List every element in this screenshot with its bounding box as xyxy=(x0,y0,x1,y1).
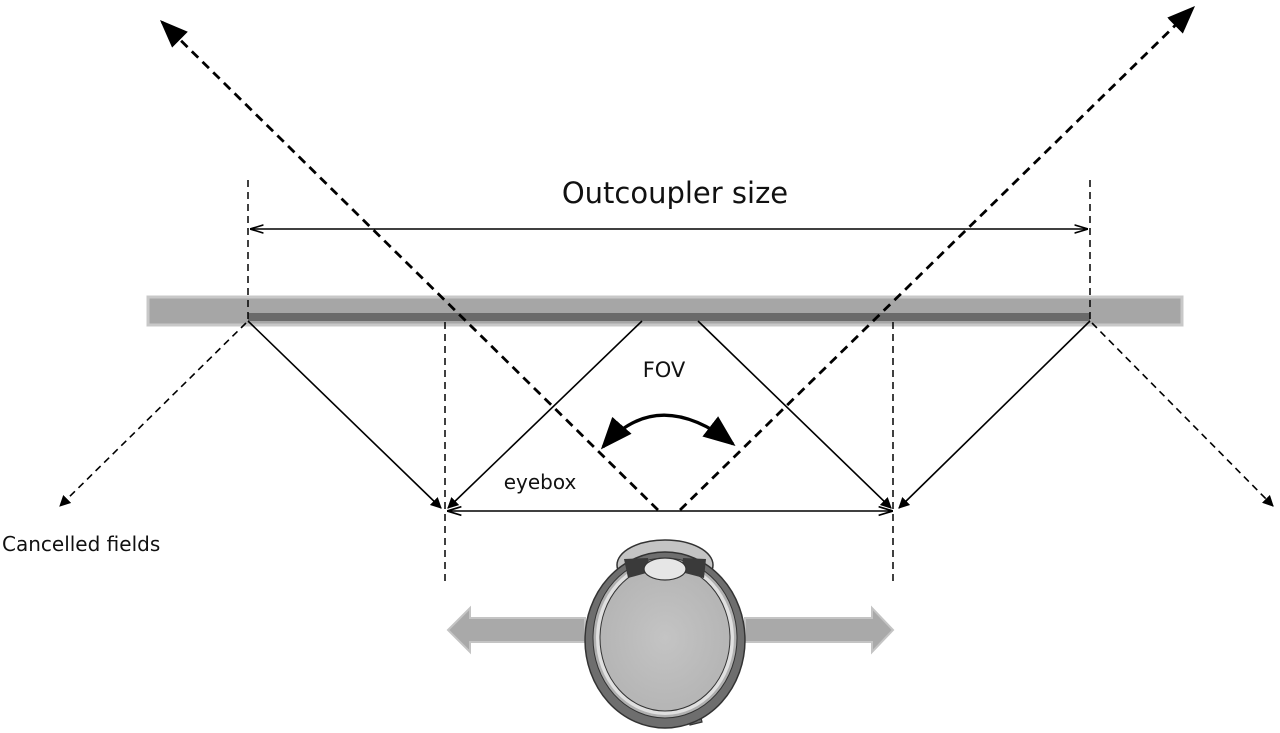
fov-label: FOV xyxy=(643,358,686,382)
fov-edge-ray-left xyxy=(160,20,659,511)
fov-arc xyxy=(600,413,736,450)
cancelled-fields-label: Cancelled fields xyxy=(2,532,160,556)
ray-left-outer xyxy=(247,320,442,509)
outcoupler-size-label: Outcoupler size xyxy=(562,176,788,210)
ray-right-inner xyxy=(697,320,892,509)
eyebox-label: eyebox xyxy=(504,470,577,494)
fov-edge-ray-right xyxy=(679,6,1196,512)
cancelled-field-right xyxy=(1091,322,1274,507)
cancelled-field-left xyxy=(59,322,247,507)
ray-right-outer xyxy=(898,320,1091,509)
ray-left-inner xyxy=(447,320,643,509)
outcoupler-grating xyxy=(248,313,1090,321)
eye-icon xyxy=(584,539,746,729)
